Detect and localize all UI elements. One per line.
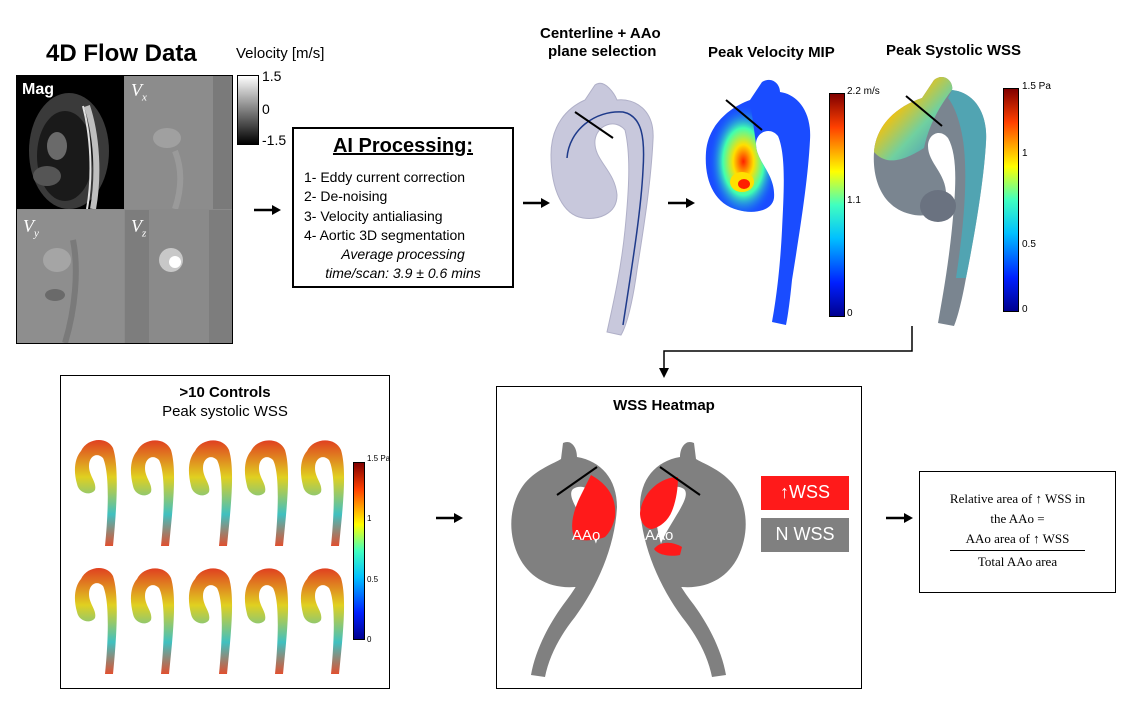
ai-processing-title: AI Processing:: [332, 135, 474, 157]
ai-step-2: 2- De-noising: [304, 188, 388, 204]
centerline-title-line2: plane selection: [548, 43, 657, 60]
controls-aortas: [74, 440, 345, 674]
legend-normal-wss: [761, 518, 849, 552]
vy-panel: [17, 210, 124, 343]
vz-panel: [125, 210, 232, 343]
controls-box: >10 Controls Peak systolic WSS 1.5 Pa 1 …: [60, 375, 390, 689]
centerline-aorta: [550, 82, 654, 336]
heatmap-aao-label-left: AAo: [572, 527, 601, 544]
flow-data-title: 4D Flow Data: [46, 40, 197, 67]
velocity-aorta: [705, 79, 811, 325]
vx-label: Vx: [131, 80, 147, 104]
wss-tick-1: 1: [1022, 148, 1028, 159]
controls-tick-1: 1: [367, 514, 372, 523]
ai-note-line2: time/scan: 3.9 ± 0.6 mins: [325, 265, 481, 281]
controls-colorbar: [353, 462, 365, 640]
formula-numerator: AAo area of ↑ WSS: [965, 531, 1070, 546]
velocity-tick-top: 2.2 m/s: [847, 86, 880, 97]
ai-step-1: 1- Eddy current correction: [304, 169, 466, 185]
ai-note-line1: Average processing: [341, 246, 465, 262]
wss-tick-05: 0.5: [1022, 239, 1036, 250]
controls-tick-top: 1.5 Pa: [367, 454, 391, 463]
formula-line1: Relative area of ↑ WSS in: [949, 491, 1086, 506]
vx-panel: [125, 76, 232, 210]
arrow-to-centerline: [523, 198, 550, 208]
velocity-tick-max: 1.5: [262, 68, 282, 84]
heatmap-aao-label-right: AAo: [645, 527, 674, 544]
controls-title: >10 Controls: [179, 384, 271, 401]
arrow-to-formula: [886, 513, 913, 523]
controls-subtitle: Peak systolic WSS: [162, 403, 288, 420]
velocity-tick-mid: 1.1: [847, 195, 861, 206]
heatmap-aorta-right: [640, 441, 746, 677]
arrow-to-ai: [254, 205, 281, 215]
velocity-scale-label: Velocity [m/s]: [236, 45, 325, 62]
arrow-to-heatmap: [436, 513, 463, 523]
ai-step-3: 3- Velocity antialiasing: [304, 208, 443, 224]
peak-velocity-title: Peak Velocity MIP: [708, 44, 835, 61]
velocity-colorbar: [829, 93, 845, 317]
wss-tick-top: 1.5 Pa: [1022, 81, 1051, 92]
heatmap-box: WSS Heatmap AAo AAo ↑WSS N WSS: [496, 386, 862, 689]
vy-label: Vy: [23, 216, 39, 240]
formula-denominator: Total AAo area: [977, 554, 1058, 569]
velocity-tick-min: -1.5: [262, 132, 287, 148]
formula-line2: the AAo =: [990, 511, 1045, 526]
formula-box: Relative area of ↑ WSS in the AAo = AAo …: [919, 471, 1116, 593]
vz-label: Vz: [131, 216, 147, 240]
mag-label: Mag: [22, 81, 54, 98]
heatmap-aorta-left: [511, 441, 617, 677]
legend-normal-wss-label: N WSS: [775, 524, 835, 544]
peak-wss-title: Peak Systolic WSS: [886, 42, 1022, 59]
connector-wss-to-heatmap: [659, 326, 913, 378]
velocity-tick-bottom: 0: [847, 308, 853, 319]
arrow-to-velocity: [668, 198, 695, 208]
legend-high-wss-label: ↑WSS: [779, 482, 830, 502]
controls-tick-0: 0: [367, 635, 372, 644]
wss-aorta: [873, 77, 987, 327]
controls-tick-05: 0.5: [367, 575, 379, 584]
velocity-tick-zero: 0: [262, 101, 270, 117]
formula-fraction-bar: [950, 550, 1085, 551]
legend-high-wss: [761, 476, 849, 510]
heatmap-title: WSS Heatmap: [613, 397, 715, 414]
ai-processing-box: AI Processing: 1- Eddy current correctio…: [292, 127, 514, 288]
wss-tick-0: 0: [1022, 304, 1028, 315]
velocity-grayscale-bar: [237, 75, 259, 145]
centerline-title-line1: Centerline + AAo: [540, 25, 661, 42]
mag-panel: [17, 76, 124, 210]
mri-panels: Mag Vx Vy Vz: [16, 75, 233, 344]
wss-colorbar: [1003, 88, 1019, 312]
ai-step-4: 4- Aortic 3D segmentation: [304, 227, 466, 243]
